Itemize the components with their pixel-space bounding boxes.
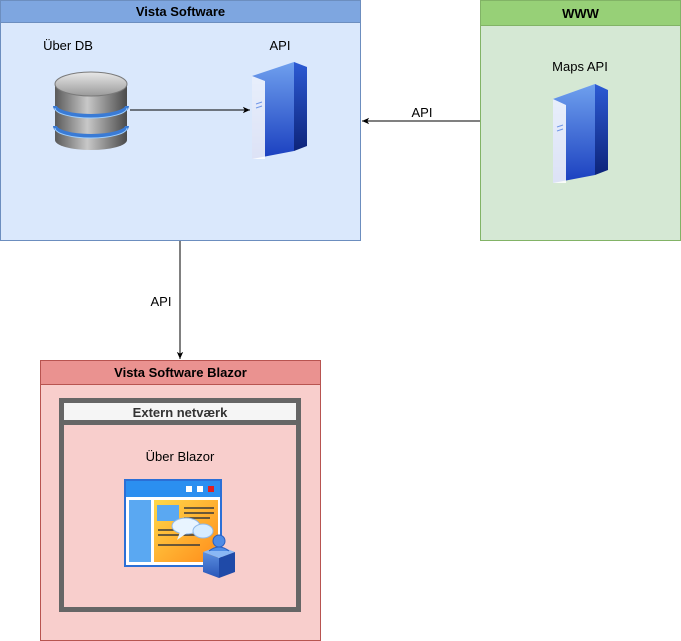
api-server-icon <box>252 62 307 159</box>
www-container: WWW <box>480 0 681 241</box>
uber-blazor-label: Über Blazor <box>145 449 215 464</box>
web-app-user-icon <box>124 479 235 578</box>
uber-db-label: Über DB <box>43 38 93 53</box>
maps-to-api-edge-label: API <box>411 105 433 120</box>
extern-network-title: Extern netværk <box>64 403 296 425</box>
vista-to-blazor-edge-label: API <box>150 294 172 309</box>
vista-software-title: Vista Software <box>1 1 360 23</box>
api-label: API <box>269 38 291 53</box>
www-title: WWW <box>481 1 680 26</box>
database-icon <box>53 71 129 150</box>
vista-software-blazor-title: Vista Software Blazor <box>41 361 320 385</box>
maps-api-label: Maps API <box>552 59 608 74</box>
maps-api-server-icon <box>553 84 608 183</box>
